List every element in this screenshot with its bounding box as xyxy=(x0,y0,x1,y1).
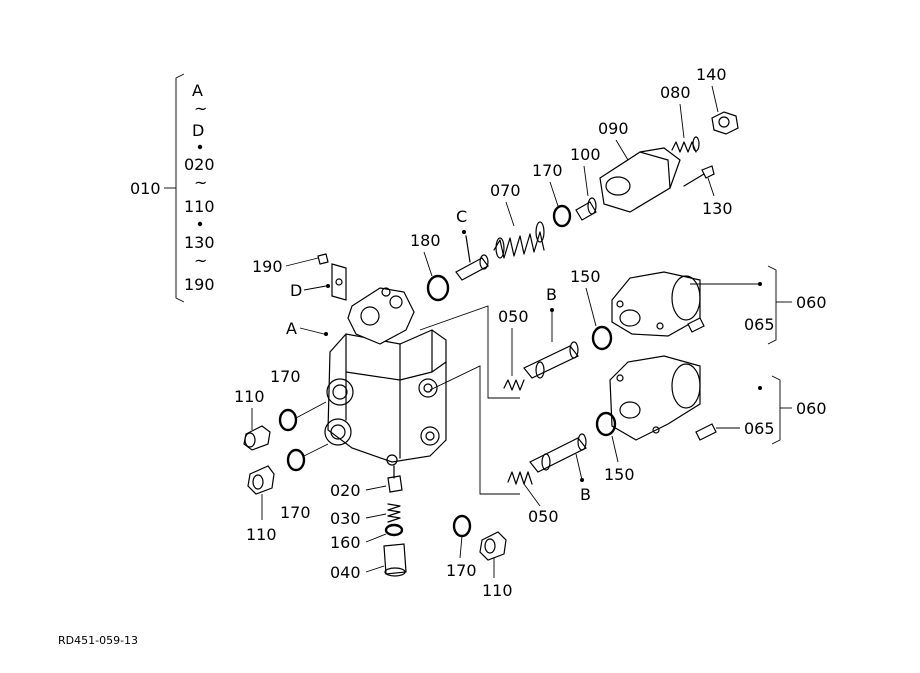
callout-170-top: 170 xyxy=(532,161,563,180)
callout-110-left-lower: 110 xyxy=(246,525,277,544)
oring-170-left-upper xyxy=(278,408,298,432)
nut-140 xyxy=(711,111,739,135)
callout-C: C xyxy=(456,207,467,226)
plug-040 xyxy=(383,543,407,577)
callout-070: 070 xyxy=(490,181,521,200)
callout-030: 030 xyxy=(330,509,361,528)
callout-020: 020 xyxy=(330,481,361,500)
callout-160: 160 xyxy=(330,533,361,552)
group-bracket: 010 A ~ D 020 ~ 110 130 ~ 190 xyxy=(130,73,215,303)
plug-110-left-upper xyxy=(243,425,271,451)
group-label: 010 xyxy=(130,179,161,198)
oring-150-upper xyxy=(591,325,613,351)
spring-050-upper xyxy=(503,379,525,391)
spool-b-upper xyxy=(523,341,579,379)
group-entry: D xyxy=(192,121,204,140)
callout-110-left-upper: 110 xyxy=(234,387,265,406)
callout-080: 080 xyxy=(660,83,691,102)
spring-080 xyxy=(671,136,700,153)
solenoid-lower xyxy=(609,355,717,441)
solenoid-upper xyxy=(611,271,705,337)
valve-body xyxy=(324,287,447,466)
plug-110-left-lower xyxy=(247,465,275,495)
callout-150-lower: 150 xyxy=(604,465,635,484)
callout-040: 040 xyxy=(330,563,361,582)
oring-150-lower xyxy=(595,411,617,437)
callout-060-lower: 060 xyxy=(796,399,827,418)
spring-070 xyxy=(493,221,545,259)
group-entry: ~ xyxy=(194,173,207,192)
spool-b-lower xyxy=(529,433,587,473)
oring-160 xyxy=(384,523,404,537)
oring-170 xyxy=(552,204,572,228)
callout-065-upper: 065 xyxy=(744,315,775,334)
oring-170-bottom xyxy=(452,514,472,538)
callout-A: A xyxy=(286,319,297,338)
callout-150-upper: 150 xyxy=(570,267,601,286)
callout-B-upper: B xyxy=(546,285,557,304)
spring-030 xyxy=(387,503,401,523)
group-entry: ~ xyxy=(194,251,207,270)
group-entry: A xyxy=(192,81,203,100)
oring-180 xyxy=(426,274,450,302)
plug-110-bottom xyxy=(479,531,507,561)
diagram-code: RD451-059-13 xyxy=(58,634,138,647)
group-entry: 130 xyxy=(184,233,215,252)
callout-050-lower: 050 xyxy=(528,507,559,526)
cover-090 xyxy=(599,147,681,213)
spring-050-lower xyxy=(507,471,533,485)
callout-065-lower: 065 xyxy=(744,419,775,438)
callout-110-bottom: 110 xyxy=(482,581,513,600)
oring-170-left-lower xyxy=(286,448,306,472)
group-entry: 110 xyxy=(184,197,215,216)
callout-170-left-upper: 170 xyxy=(270,367,301,386)
callout-060-upper: 060 xyxy=(796,293,827,312)
group-entry: 190 xyxy=(184,275,215,294)
callout-090: 090 xyxy=(598,119,629,138)
callout-170-bottom: 170 xyxy=(446,561,477,580)
spool-c xyxy=(455,235,489,281)
callout-180: 180 xyxy=(410,231,441,250)
callout-100: 100 xyxy=(570,145,601,164)
bolt-130 xyxy=(683,165,715,187)
poppet-020 xyxy=(387,465,403,493)
group-entry: 020 xyxy=(184,155,215,174)
callout-B-lower: B xyxy=(580,485,591,504)
callout-130: 130 xyxy=(702,199,733,218)
callout-140: 140 xyxy=(696,65,727,84)
group-entry: ~ xyxy=(194,99,207,118)
callout-190: 190 xyxy=(252,257,283,276)
callout-170-left-lower: 170 xyxy=(280,503,311,522)
callout-050-upper: 050 xyxy=(498,307,529,326)
plug-100 xyxy=(575,197,597,221)
callout-D: D xyxy=(290,281,302,300)
bracket-d xyxy=(331,263,347,301)
